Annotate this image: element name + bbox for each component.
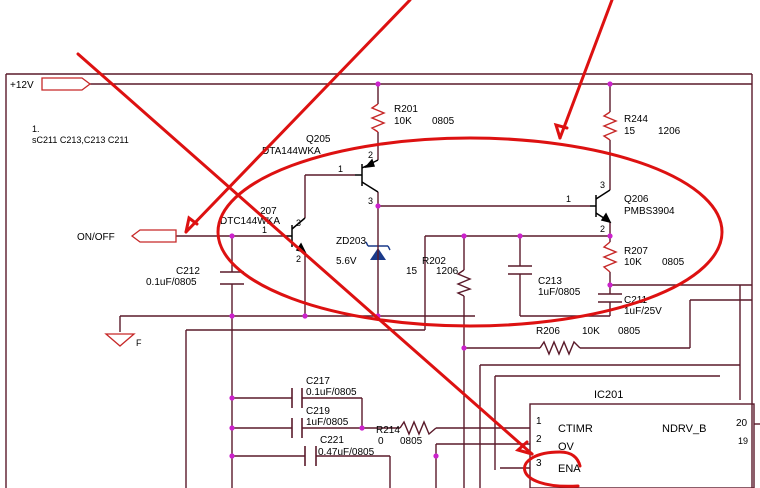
resistor-r206 (539, 340, 581, 356)
q207-pin2: 2 (296, 254, 301, 264)
net-label-onoff: ON/OFF (77, 232, 115, 243)
transistor-q205 (355, 158, 379, 193)
r207-ref: R207 (624, 246, 648, 257)
junction-dots (229, 81, 613, 459)
capacitor-c212 (220, 271, 244, 285)
q207-ref: 207 (260, 206, 277, 217)
arrow-to-ena (76, 52, 534, 456)
zd203-ref: ZD203 (336, 236, 366, 247)
resistor-r244 (602, 111, 618, 141)
c219-value: 1uF/0805 (306, 417, 349, 428)
q207-pin1: 1 (262, 225, 267, 235)
ic-pin2-num: 2 (536, 434, 542, 445)
capacitor-c221 (304, 446, 317, 466)
c211-value: 1uF/25V (624, 306, 662, 317)
q206-ref: Q206 (624, 194, 649, 205)
red-annotations (76, 0, 724, 488)
capacitor-c219 (291, 418, 303, 438)
r201-pkg: 0805 (432, 116, 455, 127)
r201-value: 10K (394, 116, 412, 127)
r206-ref: R206 (536, 326, 560, 337)
q207-part: DTC144WKA (220, 216, 280, 227)
ground-symbol: F (104, 333, 142, 348)
ic-pin19-num: 19 (738, 436, 748, 446)
resistor-r214 (399, 420, 437, 436)
c221-value: 0.47uF/0805 (318, 447, 375, 458)
c211-ref: C211 (624, 295, 648, 306)
c212-value: 0.1uF/0805 (146, 277, 197, 288)
r206-value: 10K (582, 326, 600, 337)
c219-ref: C219 (306, 406, 330, 417)
ic201-ref: IC201 (594, 389, 623, 401)
q206-pin2: 2 (600, 224, 605, 234)
r214-ref: R214 (376, 425, 400, 436)
q205-pin3: 3 (368, 196, 373, 206)
c217-value: 0.1uF/0805 (306, 387, 357, 398)
q205-pin2: 2 (368, 150, 373, 160)
ic-pin3-num: 3 (536, 458, 542, 469)
labels: 1. sC211 C213,C213 C211 R201 10K 0805 R2… (32, 104, 748, 475)
ic-pin20-num: 20 (736, 418, 748, 429)
r202-pkg: 1206 (436, 266, 459, 277)
c213-value: 1uF/0805 (538, 287, 581, 298)
q207-pin3: 3 (296, 218, 301, 228)
ic-pin3-name: ENA (558, 463, 581, 475)
q205-part: DTA144WKA (262, 146, 321, 157)
c212-ref: C212 (176, 266, 200, 277)
transistor-q206 (590, 189, 612, 224)
resistor-r207 (602, 241, 618, 273)
r244-pkg: 1206 (658, 126, 681, 137)
zener-zd203 (365, 238, 391, 262)
r214-value: 0 (378, 436, 384, 447)
note-line-1: 1. (32, 124, 40, 134)
arrow-to-onoff (184, 0, 412, 234)
highlight-ellipse-ena (523, 450, 582, 488)
r202-ref: R202 (422, 256, 446, 267)
ic-pin1-num: 1 (536, 416, 542, 427)
r201-ref: R201 (394, 104, 418, 115)
net-flag-12v: +12V (10, 77, 92, 91)
r206-pkg: 0805 (618, 326, 641, 337)
resistor-r202 (456, 269, 472, 297)
capacitor-c213 (508, 265, 532, 275)
r214-pkg: 0805 (400, 436, 423, 447)
net-label-12v: +12V (10, 80, 34, 91)
r207-pkg: 0805 (662, 257, 685, 268)
c221-ref: C221 (320, 435, 344, 446)
capacitor-c217 (291, 388, 303, 408)
net-flag-onoff: ON/OFF (77, 229, 177, 243)
ic-pin2-name: OV (558, 441, 575, 453)
ground-label: F (136, 338, 142, 348)
resistor-r201 (370, 103, 386, 133)
r244-ref: R244 (624, 114, 648, 125)
q206-part: PMBS3904 (624, 206, 675, 217)
ic-pin20-name: NDRV_B (662, 423, 706, 435)
capacitor-c211 (598, 293, 622, 303)
q205-ref: Q205 (306, 134, 331, 145)
q206-pin3: 3 (600, 180, 605, 190)
r207-value: 10K (624, 257, 642, 268)
r202-value: 15 (406, 266, 418, 277)
q205-pin1: 1 (338, 164, 343, 174)
zd203-value: 5.6V (336, 256, 357, 267)
arrow-to-ellipse (558, 0, 614, 140)
r244-value: 15 (624, 126, 636, 137)
c213-ref: C213 (538, 276, 562, 287)
c217-ref: C217 (306, 376, 330, 387)
q206-pin1: 1 (566, 194, 571, 204)
highlight-ellipse-main (216, 136, 724, 328)
ic-pin1-name: CTIMR (558, 423, 593, 435)
note-line-2: sC211 C213,C213 C211 (32, 135, 129, 145)
